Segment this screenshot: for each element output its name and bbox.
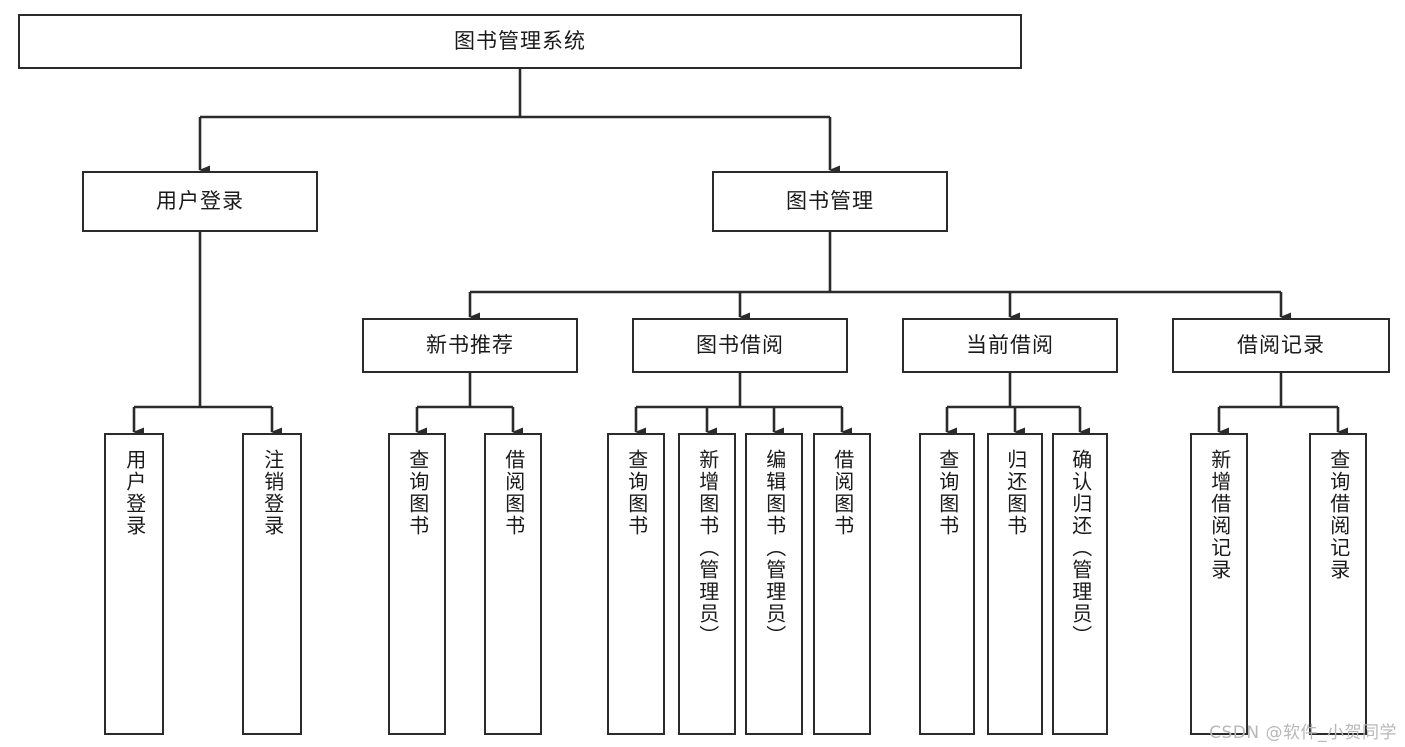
- node-root[interactable]: 图书管理系统: [18, 14, 1022, 69]
- node-label: 用户登录: [122, 449, 147, 537]
- node-label: 用户登录: [156, 189, 244, 214]
- node-leaf4[interactable]: 借阅图书: [484, 433, 542, 735]
- node-label: 借阅记录: [1237, 333, 1325, 358]
- node-newbook[interactable]: 新书推荐: [362, 318, 578, 373]
- node-leaf5[interactable]: 查询图书: [607, 433, 665, 735]
- node-leaf3[interactable]: 查询图书: [388, 433, 446, 735]
- node-label: 借阅图书: [830, 449, 855, 537]
- node-leaf12[interactable]: 新增借阅记录: [1190, 433, 1248, 735]
- node-label: 查询借阅记录: [1326, 449, 1351, 581]
- node-leaf9[interactable]: 查询图书: [919, 433, 975, 735]
- node-label: 查询图书: [405, 449, 430, 537]
- node-leaf8[interactable]: 借阅图书: [813, 433, 871, 735]
- node-label: 查询图书: [624, 449, 649, 537]
- node-label: 图书借阅: [696, 333, 784, 358]
- node-borrow[interactable]: 图书借阅: [632, 318, 848, 373]
- node-leaf10[interactable]: 归还图书: [987, 433, 1043, 735]
- node-label: 新增借阅记录: [1207, 449, 1232, 581]
- node-label: 借阅图书: [501, 449, 526, 537]
- node-label: 注销登录: [260, 449, 285, 537]
- node-leaf13[interactable]: 查询借阅记录: [1309, 433, 1367, 735]
- node-leaf11[interactable]: 确认归还（管理员）: [1052, 433, 1108, 735]
- node-label: 新增图书（管理员）: [695, 449, 720, 647]
- node-leaf6[interactable]: 新增图书（管理员）: [678, 433, 736, 735]
- node-bookmgmt[interactable]: 图书管理: [712, 171, 948, 232]
- node-records[interactable]: 借阅记录: [1172, 318, 1390, 373]
- node-current[interactable]: 当前借阅: [902, 318, 1118, 373]
- node-label: 确认归还（管理员）: [1068, 449, 1093, 647]
- node-label: 当前借阅: [966, 333, 1054, 358]
- node-label: 归还图书: [1003, 449, 1028, 537]
- node-leaf2[interactable]: 注销登录: [242, 433, 302, 735]
- node-label: 图书管理系统: [454, 29, 586, 54]
- node-label: 编辑图书（管理员）: [762, 449, 787, 647]
- node-label: 新书推荐: [426, 333, 514, 358]
- node-label: 查询图书: [935, 449, 960, 537]
- node-leaf1[interactable]: 用户登录: [104, 433, 164, 735]
- node-label: 图书管理: [786, 189, 874, 214]
- node-leaf7[interactable]: 编辑图书（管理员）: [745, 433, 803, 735]
- node-login[interactable]: 用户登录: [82, 171, 318, 232]
- watermark-label: CSDN @软件_小贺同学: [1209, 723, 1397, 743]
